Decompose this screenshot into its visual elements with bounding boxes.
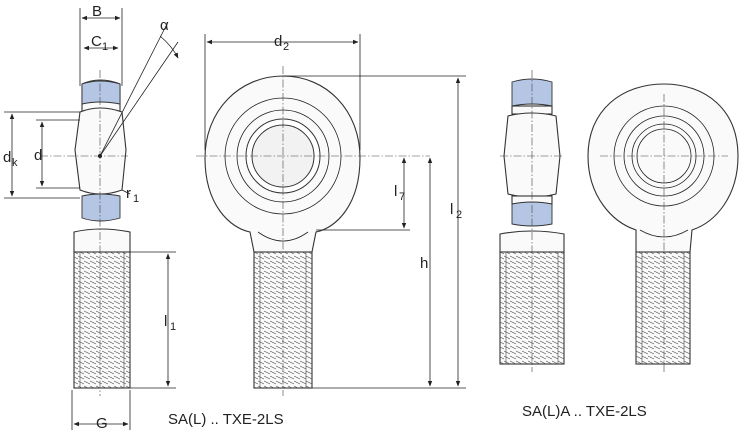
label-d2: d: [274, 33, 282, 50]
side-view-right: [499, 70, 565, 372]
label-dk-sub: k: [12, 157, 18, 169]
label-d: d: [34, 147, 42, 164]
front-view-left: [196, 66, 430, 396]
side-section-view: [40, 21, 179, 396]
label-h: h: [420, 255, 428, 272]
captions: SA(L) .. TXE-2LS SA(L)A .. TXE-2LS: [168, 403, 647, 428]
label-r-sub: 1: [133, 193, 139, 205]
label-l7: l: [394, 183, 397, 200]
label-C-sub: 1: [102, 41, 108, 53]
label-l7-sub: 7: [399, 191, 405, 203]
caption-left: SA(L) .. TXE-2LS: [168, 411, 284, 428]
label-r: r: [126, 185, 131, 202]
label-alpha: α: [160, 17, 169, 34]
middle-dimensions: [204, 34, 466, 389]
label-B: B: [92, 3, 102, 20]
label-d2-sub: 2: [283, 41, 289, 53]
label-G: G: [96, 415, 108, 432]
caption-right: SA(L)A .. TXE-2LS: [522, 403, 647, 420]
label-l1-sub: 1: [170, 321, 176, 333]
label-C: C: [91, 33, 102, 50]
label-l1: l: [164, 313, 167, 330]
label-l2: l: [450, 201, 453, 218]
dimension-labels: B C 1 α d k d r 1 l 1 G d 2 l 7 l 2 h: [3, 3, 462, 432]
label-l2-sub: 2: [456, 209, 462, 221]
left-dimensions: [4, 8, 179, 430]
front-view-right: [587, 83, 739, 372]
label-dk: d: [3, 149, 11, 166]
